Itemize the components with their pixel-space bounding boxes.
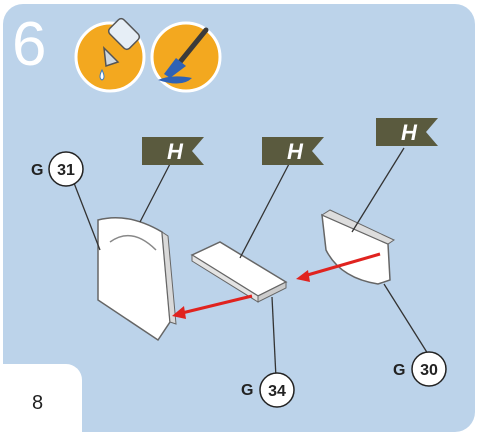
- leader-g31: [73, 182, 101, 251]
- part-g31-number: 31: [57, 162, 75, 179]
- step-number: 6: [12, 10, 47, 79]
- page-tab: [0, 364, 82, 435]
- leader-flag-1: [139, 159, 173, 223]
- part-g31-letter: G: [31, 162, 43, 179]
- part-g30-letter: G: [393, 362, 405, 379]
- flag-1-letter: H: [167, 139, 184, 164]
- part-g34-circle: [259, 372, 295, 408]
- part-g30-number: 30: [420, 362, 438, 379]
- flag-2-letter: H: [287, 139, 304, 164]
- assembly-arrows: [172, 252, 381, 319]
- leader-g30: [383, 283, 429, 355]
- flag-3-letter: H: [401, 120, 418, 145]
- flag-2: [262, 137, 324, 165]
- leader-flag-3: [351, 147, 405, 233]
- leader-lines: [73, 147, 429, 379]
- part-g31-circle: [48, 151, 84, 187]
- paint-brush-icon: [150, 21, 222, 93]
- part-g31: [97, 217, 177, 342]
- part-g30-circle: [411, 351, 447, 387]
- leader-flag-2: [239, 161, 291, 259]
- flag-3: [376, 118, 438, 146]
- part-g34-number: 34: [268, 383, 286, 400]
- part-g34-letter: G: [241, 382, 253, 399]
- part-g34: [190, 241, 288, 303]
- leader-g34: [271, 296, 277, 379]
- page-number: 8: [32, 392, 44, 414]
- glue-icon: [74, 17, 146, 93]
- flag-1: [142, 137, 204, 165]
